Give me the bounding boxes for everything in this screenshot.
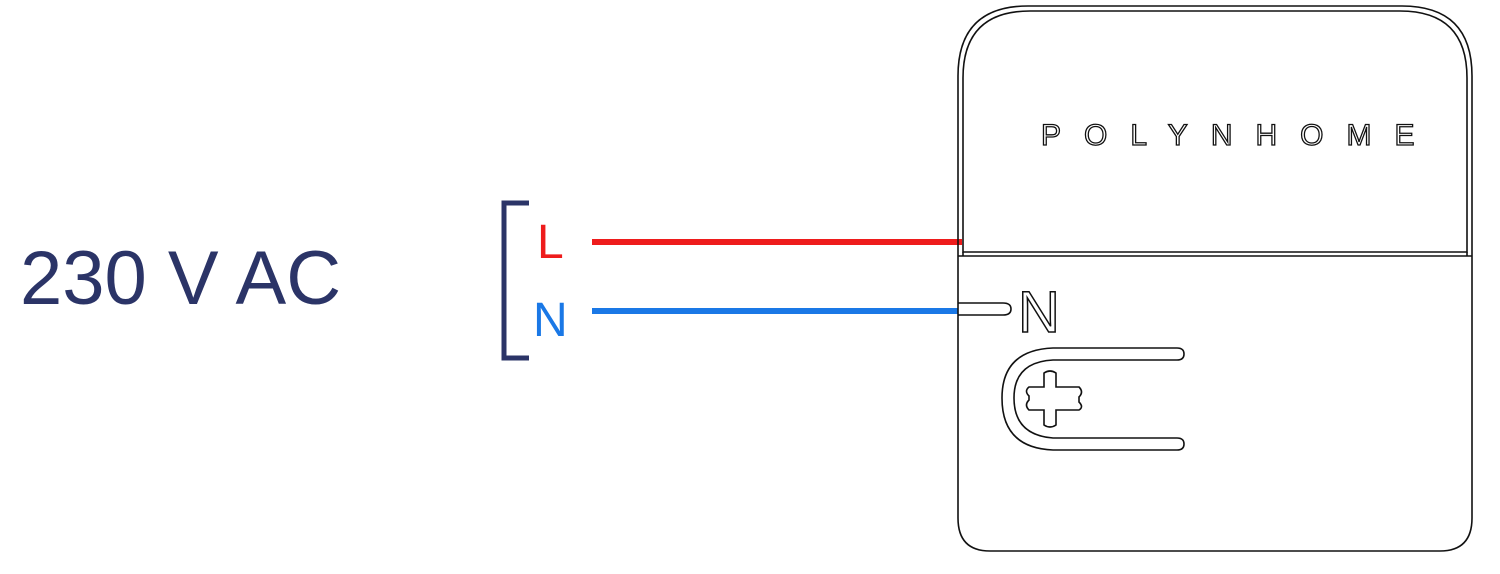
terminal-label-neutral: N bbox=[533, 294, 568, 347]
neutral-terminal-slot bbox=[958, 302, 1012, 316]
brand-logo: POLYNHOME bbox=[1041, 119, 1437, 152]
terminal-label-live: L bbox=[537, 216, 564, 269]
device-outline bbox=[957, 5, 1473, 552]
terminal-bracket bbox=[501, 200, 529, 361]
screw-head-icon bbox=[1025, 370, 1083, 428]
screw-clamp-outer bbox=[1001, 347, 1185, 451]
polynhome-device bbox=[957, 5, 1473, 552]
supply-voltage-label: 230 V AC bbox=[20, 236, 341, 321]
device-neutral-marking: N bbox=[1018, 280, 1060, 345]
